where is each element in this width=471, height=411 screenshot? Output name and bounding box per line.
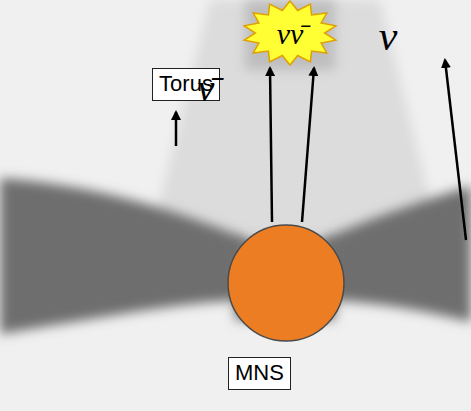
pair-arrow <box>270 68 272 222</box>
mns-label-box: MNS <box>228 357 291 390</box>
node-text: MNS <box>235 361 284 385</box>
neutron-star-circle <box>228 225 344 341</box>
jet-column <box>245 0 335 70</box>
neutrino-pair-burst: νν̄ <box>242 0 338 66</box>
antineutrino-arrow <box>175 112 178 146</box>
neutrino-symbol: ν <box>379 15 398 57</box>
antineutrino-symbol: ν̄ <box>198 69 215 107</box>
starburst-shape <box>244 1 336 65</box>
neutrino-arrow <box>445 60 466 240</box>
funnel-region <box>150 0 440 240</box>
torus-left <box>0 178 245 334</box>
torus-right <box>325 186 471 322</box>
node-text: νν̄ <box>277 17 304 50</box>
pair-arrow <box>302 68 314 222</box>
